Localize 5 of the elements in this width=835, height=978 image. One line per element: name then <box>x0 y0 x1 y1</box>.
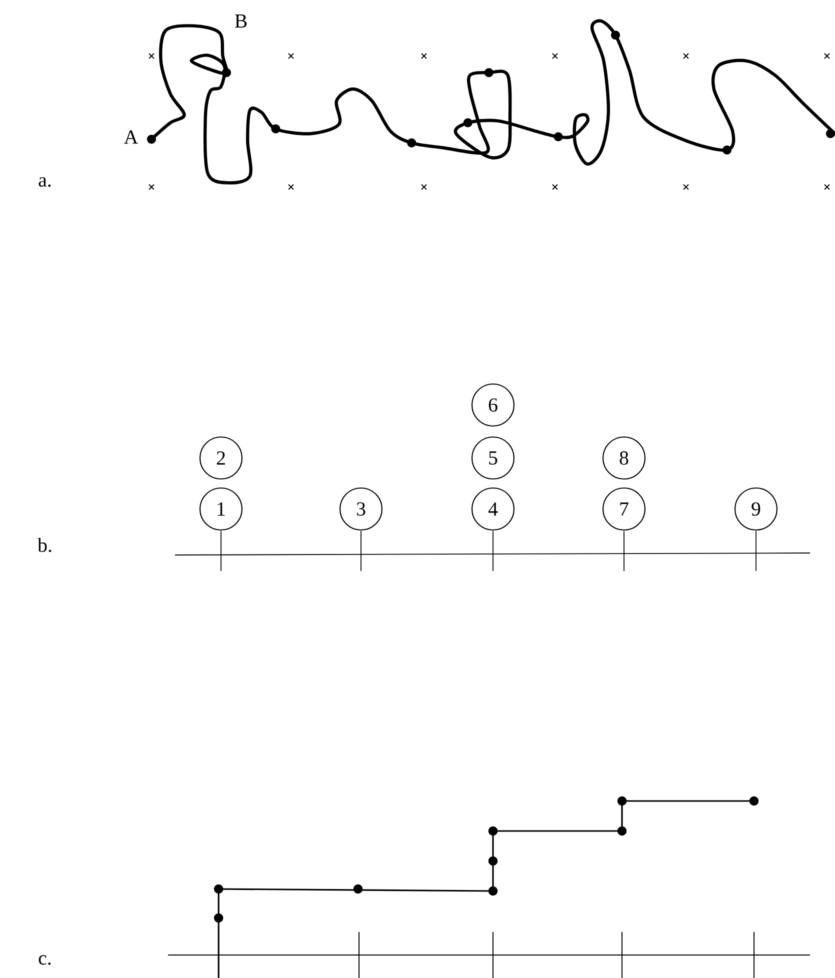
panel-label: a. <box>38 177 51 187</box>
panel-label: c. <box>38 955 51 965</box>
panel-label: b. <box>38 538 52 552</box>
point-label: A <box>124 130 138 144</box>
point-label: B <box>234 14 247 28</box>
